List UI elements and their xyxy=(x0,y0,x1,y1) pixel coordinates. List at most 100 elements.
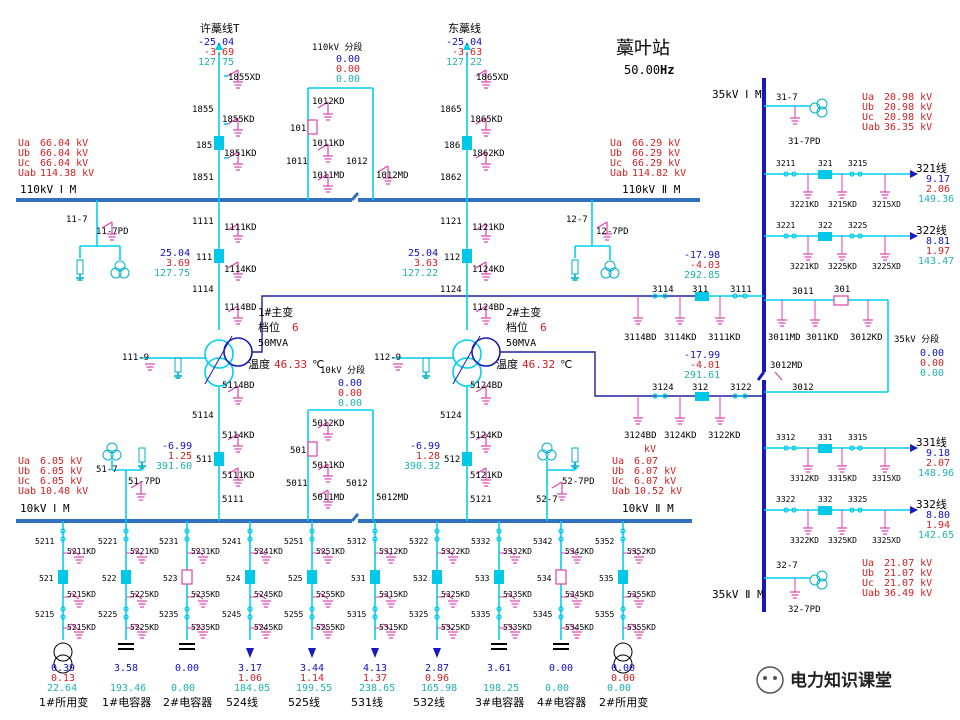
feeder10-523[interactable]: 52315231KD5235235KD52355235KD0.000.002#电… xyxy=(159,521,220,709)
feeder35-i: 142.65 xyxy=(918,530,954,541)
feeder10-531[interactable]: 53125312KD5315315KD53155315KD4.131.37238… xyxy=(347,521,408,709)
svg-text:31-7PD: 31-7PD xyxy=(788,137,821,147)
feeder10-label: 521 xyxy=(39,574,54,583)
breaker-535[interactable] xyxy=(618,570,628,584)
feeder35-label: 322 xyxy=(818,221,833,230)
breaker-534[interactable] xyxy=(555,569,567,585)
svg-text:Ua: Ua xyxy=(610,138,622,149)
svg-text:Uab: Uab xyxy=(862,122,880,133)
svg-text:1121KD: 1121KD xyxy=(472,223,505,233)
svg-text:3124KD: 3124KD xyxy=(664,431,697,441)
svg-text:11-7: 11-7 xyxy=(66,215,88,225)
feeder35-label: 3215 xyxy=(848,159,867,168)
svg-text:Ub: Ub xyxy=(610,148,622,159)
breaker-532[interactable] xyxy=(432,570,442,584)
svg-text:5114BD: 5114BD xyxy=(222,381,255,391)
feeder10-name: 1#电容器 xyxy=(102,695,151,709)
t2-mv-p: -17.99 xyxy=(684,350,720,361)
svg-text:21.07 kV: 21.07 kV xyxy=(884,568,932,579)
feeder10-label: 5241KD xyxy=(254,547,283,556)
svg-text:1124KD: 1124KD xyxy=(472,265,505,275)
feeder10-label: 5235KD xyxy=(191,623,220,632)
breaker-332[interactable] xyxy=(818,506,832,515)
svg-text:312: 312 xyxy=(692,383,708,393)
svg-text:Uc: Uc xyxy=(18,158,30,169)
line-1-i: 127.75 xyxy=(198,57,234,68)
bus-label-10kv-2: 10kV Ⅱ M xyxy=(622,502,674,515)
breaker-521[interactable] xyxy=(58,570,68,584)
feeder10-label: 5211 xyxy=(35,537,54,546)
svg-text:1855KD: 1855KD xyxy=(222,115,255,125)
t2-temp-label: 温度 xyxy=(496,357,518,371)
svg-text:5124KD: 5124KD xyxy=(470,431,503,441)
t2-lv-unit: kV xyxy=(644,444,656,455)
breaker-525[interactable] xyxy=(307,570,317,584)
feeder10-label: 5225KD xyxy=(130,590,159,599)
feeder10-label: 5225 xyxy=(98,610,117,619)
svg-text:3124: 3124 xyxy=(652,383,674,393)
breaker-331[interactable] xyxy=(818,444,832,453)
feeder10-524[interactable]: 52415241KD5245245KD52455245KD3.171.06184… xyxy=(222,521,283,709)
feeder10-521[interactable]: 52115211KD5215215KD52155215KD0.390.1322.… xyxy=(35,521,96,709)
svg-text:112: 112 xyxy=(444,253,460,263)
t1-name: 1#主变 xyxy=(258,305,293,319)
svg-text:31-7: 31-7 xyxy=(776,93,798,103)
feeder10-label: 523 xyxy=(163,574,178,583)
svg-text:21.07 kV: 21.07 kV xyxy=(884,578,932,589)
line-name-2: 东藁线 xyxy=(448,21,481,35)
feeder35-q: 2.06 xyxy=(926,184,950,195)
feeder10-label: 5255KD xyxy=(316,623,345,632)
feeder10-535[interactable]: 53525352KD5355355KD53555355KD0.000.000.0… xyxy=(595,521,656,709)
bus-label-35kv-1: 35kV Ⅰ M xyxy=(712,88,762,101)
feeder10-525[interactable]: 52515251KD5255255KD52555255KD3.441.14199… xyxy=(284,521,345,709)
feeder10-label: 5251KD xyxy=(316,547,345,556)
breaker-531[interactable] xyxy=(370,570,380,584)
breaker-533[interactable] xyxy=(494,570,504,584)
feeder10-534[interactable]: 53425342KD5345345KD53455345KD0.000.004#电… xyxy=(533,521,594,709)
feeder10-533[interactable]: 53325332KD5335335KD53355335KD3.61198.253… xyxy=(471,521,532,709)
t1-lv-p: -6.99 xyxy=(162,441,192,452)
feeder10-name: 532线 xyxy=(413,695,445,709)
breaker-321[interactable] xyxy=(818,170,832,179)
svg-text:Uc: Uc xyxy=(610,158,622,169)
svg-text:66.29 kV: 66.29 kV xyxy=(632,138,680,149)
svg-text:114.82 kV: 114.82 kV xyxy=(632,168,686,179)
svg-text:3111: 3111 xyxy=(730,285,752,295)
svg-text:5114: 5114 xyxy=(192,411,214,421)
feeder10-522[interactable]: 52215221KD5225225KD52255225KD3.58193.461… xyxy=(98,521,159,709)
breaker-524[interactable] xyxy=(245,570,255,584)
svg-text:1865KD: 1865KD xyxy=(470,115,503,125)
t2-hv-q: 3.63 xyxy=(414,258,438,269)
feeder10-v1: 0.00 xyxy=(549,663,573,674)
feeder10-label: 5322 xyxy=(409,537,428,546)
svg-text:3122: 3122 xyxy=(730,383,752,393)
feeder10-label: 5231KD xyxy=(191,547,220,556)
svg-text:36.35 kV: 36.35 kV xyxy=(884,122,932,133)
breaker-522[interactable] xyxy=(121,570,131,584)
breaker-322[interactable] xyxy=(818,232,832,241)
svg-text:6.07 kV: 6.07 kV xyxy=(634,476,676,487)
feeder10-label: 5215KD xyxy=(67,623,96,632)
section-10kv-v3: 0.00 xyxy=(338,398,362,409)
t2-mv-i: 291.61 xyxy=(684,370,720,381)
svg-text:5012MD: 5012MD xyxy=(376,493,409,503)
feeder35-label: 3325KD xyxy=(828,536,857,545)
feeder10-532[interactable]: 53225322KD5325325KD53255325KD2.870.96165… xyxy=(409,521,470,709)
feeder10-v2: 0.96 xyxy=(425,673,449,684)
svg-text:5121KD: 5121KD xyxy=(470,471,503,481)
t2-tap: 6 xyxy=(540,321,547,334)
svg-text:3124BD: 3124BD xyxy=(624,431,657,441)
breaker-511 xyxy=(214,452,224,466)
svg-text:6.05 kV: 6.05 kV xyxy=(40,466,82,477)
feeder10-label: 5231 xyxy=(159,537,178,546)
feeder10-v1: 3.17 xyxy=(238,663,262,674)
breaker-523[interactable] xyxy=(181,569,193,585)
feeder10-label: 531 xyxy=(351,574,366,583)
feeder10-v2: 0.13 xyxy=(51,673,75,684)
line-name-1: 许藁线T xyxy=(200,21,240,35)
line-1-q: -3.69 xyxy=(204,47,234,58)
